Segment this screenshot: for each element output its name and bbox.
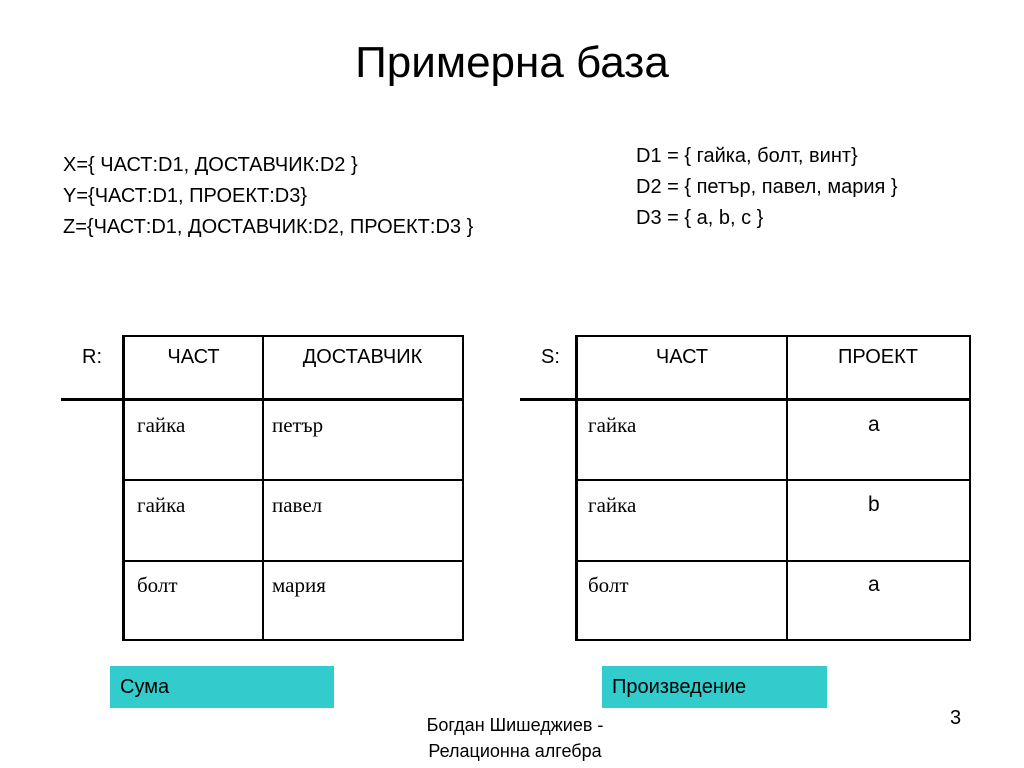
table-s-header-project: ПРОЕКТ: [837, 346, 919, 368]
table-r-left-border: [122, 335, 125, 641]
domain-d3: D3 = { a, b, c }: [636, 207, 764, 229]
table-r-cell: гайка: [137, 413, 186, 437]
footer-author-line2: Релационна алгебра: [428, 741, 602, 761]
table-s-cell: a: [868, 413, 880, 436]
slide-title: Примерна база: [355, 38, 669, 87]
table-s-left-border: [575, 335, 578, 641]
sum-button[interactable]: Сума: [110, 666, 334, 708]
table-r-cell: гайка: [137, 493, 186, 517]
domain-definitions: D1 = { гайка, болт, винт} D2 = { петър, …: [636, 141, 898, 234]
table-s-cell: болт: [588, 573, 629, 597]
table-r-header-rule: [61, 398, 464, 401]
table-r-row-divider: [122, 560, 464, 562]
schema-definitions: X={ ЧАСТ:D1, ДОСТАВЧИК:D2 } Y={ЧАСТ:D1, …: [63, 150, 473, 243]
domain-d1: D1 = { гайка, болт, винт}: [636, 145, 858, 167]
table-r-cell: мария: [272, 573, 326, 597]
definition-y: Y={ЧАСТ:D1, ПРОЕКТ:D3}: [63, 185, 308, 207]
table-r-cell: петър: [272, 413, 324, 437]
footer-author-line1: Богдан Шишеджиев -: [426, 715, 604, 735]
definition-z: Z={ЧАСТ:D1, ДОСТАВЧИК:D2, ПРОЕКТ:D3 }: [63, 216, 474, 238]
table-r-header-supplier: ДОСТАВЧИК: [302, 346, 423, 368]
table-r-right-border: [462, 335, 464, 641]
table-s-cell: a: [868, 573, 880, 596]
table-r-cell: болт: [137, 573, 178, 597]
table-s-cell: гайка: [588, 493, 637, 517]
table-s-top-border: [575, 335, 971, 337]
table-s-row-divider: [575, 560, 971, 562]
table-s-col-divider: [786, 335, 788, 641]
table-s-right-border: [969, 335, 971, 641]
table-s-label: S:: [541, 346, 560, 368]
table-r-col-divider: [262, 335, 264, 641]
table-r-cell: павел: [272, 493, 323, 517]
table-r-label: R:: [82, 346, 102, 368]
table-r-row-divider: [122, 479, 464, 481]
table-r-header-part: ЧАСТ: [167, 346, 220, 368]
definition-x: X={ ЧАСТ:D1, ДОСТАВЧИК:D2 }: [63, 154, 358, 176]
page-number: 3: [950, 707, 962, 729]
domain-d2: D2 = { петър, павел, мария }: [636, 176, 898, 198]
table-s-cell: b: [868, 493, 880, 516]
product-button[interactable]: Произведение: [602, 666, 827, 708]
slide-footer: Богдан Шишеджиев - Релационна алгебра: [400, 712, 630, 764]
table-s-row-divider: [575, 479, 971, 481]
table-s-header-rule: [520, 398, 971, 401]
table-s-header-part: ЧАСТ: [655, 346, 709, 368]
table-r-bottom-border: [122, 639, 464, 641]
table-s-cell: гайка: [588, 413, 637, 437]
table-s-bottom-border: [575, 639, 971, 641]
table-r-top-border: [122, 335, 464, 337]
